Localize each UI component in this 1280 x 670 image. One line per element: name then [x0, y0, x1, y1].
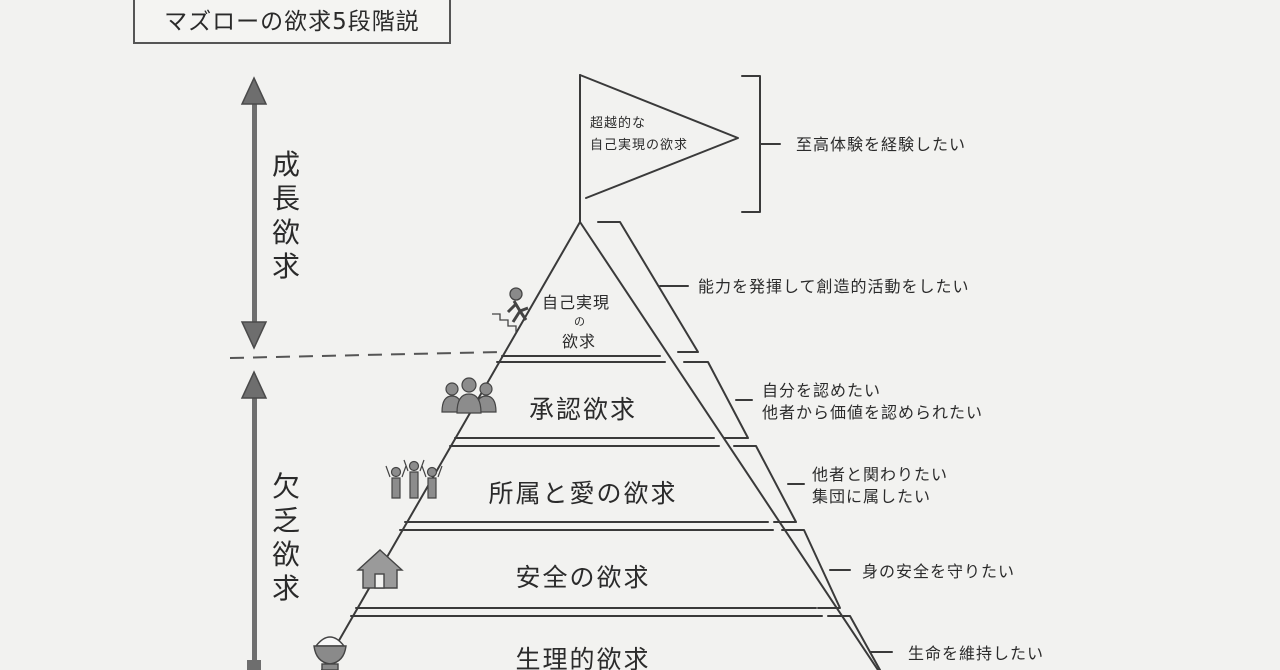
side-face-3 — [733, 445, 797, 523]
side-face-2 — [683, 361, 749, 439]
page-title: マズローの欲求5段階説 — [164, 9, 420, 35]
flag-text-line1: 超越的な — [590, 116, 647, 131]
tier-belonging-desc2: 集団に属したい — [812, 487, 932, 506]
side-face-4 — [781, 529, 841, 609]
tier-safety-desc: 身の安全を守りたい — [862, 562, 1016, 581]
tier-physiological-desc: 生命を維持したい — [908, 644, 1045, 663]
side-face-top — [597, 221, 699, 353]
tier-self-line1: 自己実現 — [542, 293, 611, 312]
tier-safety-label: 安全の欲求 — [515, 563, 651, 592]
tier-belonging-desc1: 他者と関わりたい — [812, 465, 949, 484]
flag-cloth — [579, 74, 739, 199]
climber-icon — [492, 287, 529, 332]
house-icon — [356, 549, 404, 589]
tier-self-line3: 欲求 — [562, 332, 597, 351]
tier-esteem-desc1: 自分を認めたい — [762, 381, 882, 400]
tier-self-desc: 能力を発揮して創造的活動をしたい — [698, 277, 970, 296]
growth-deficiency-divider — [229, 351, 501, 359]
rice-bowl-icon — [313, 636, 347, 670]
deficiency-needs-label: 欠乏欲求 — [271, 470, 300, 605]
title-box: マズローの欲求5段階説 — [133, 0, 451, 44]
flag-description: 至高体験を経験したい — [796, 135, 967, 154]
pyramid-right-edge — [579, 221, 879, 670]
flag-bracket — [741, 75, 781, 213]
tier-belonging-label: 所属と愛の欲求 — [488, 479, 678, 508]
tier-esteem-desc2: 他者から価値を認められたい — [762, 403, 984, 422]
growth-arrow — [240, 76, 268, 350]
tier-physiological-label: 生理的欲求 — [515, 645, 651, 670]
tier-esteem-label: 承認欲求 — [528, 395, 637, 424]
flag-text-line2: 自己実現の欲求 — [590, 138, 689, 153]
tier-self-line2: の — [574, 315, 585, 328]
cheering-people-icon — [385, 459, 443, 499]
growth-needs-label: 成長欲求 — [271, 148, 300, 283]
group-people-icon — [441, 377, 497, 414]
deficiency-arrow — [240, 370, 268, 670]
